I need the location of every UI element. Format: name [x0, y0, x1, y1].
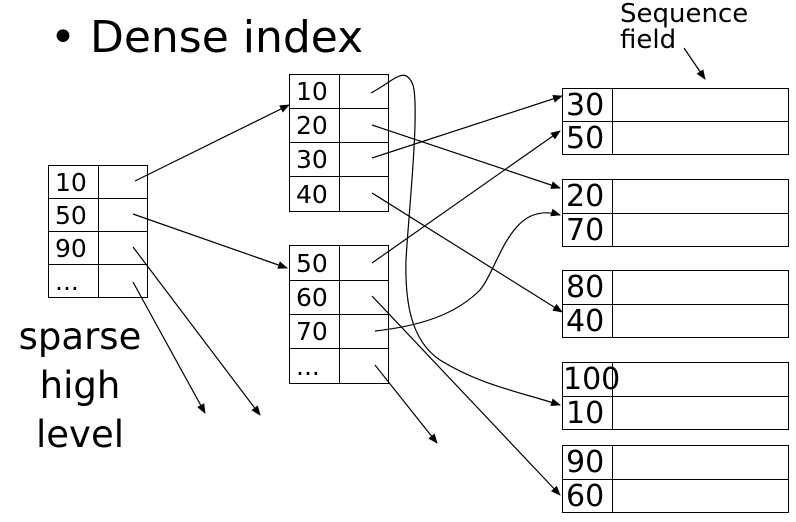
dense-index-block-2: 50 60 70 ... [289, 245, 389, 384]
sparse-index-entry: 50 [49, 199, 147, 232]
dense-index-entry: 30 [290, 143, 388, 177]
record-key: 10 [563, 396, 613, 431]
data-record: 10 [563, 396, 788, 431]
dense-index-entry: ... [290, 349, 388, 383]
data-record: 40 [563, 304, 788, 339]
dense-index-entry: 60 [290, 281, 388, 315]
sequence-field-label: Sequence field [620, 1, 748, 53]
dense-index-key: 70 [290, 315, 340, 348]
pointer-arrow [374, 208, 561, 332]
data-block: 80 40 [562, 270, 789, 339]
data-block: 90 60 [562, 445, 789, 514]
data-record: 100 [563, 362, 788, 397]
pointer-arrow [371, 94, 563, 159]
record-key: 100 [563, 362, 621, 397]
data-block: 30 50 [562, 88, 789, 156]
data-record: 70 [563, 213, 788, 248]
sparse-index-entry: 10 [49, 166, 147, 199]
dense-index-entry: 10 [290, 75, 388, 109]
pointer-arrow [370, 74, 561, 407]
record-key: 50 [563, 121, 613, 156]
dense-index-entry: 40 [290, 177, 388, 211]
dense-index-entry: 70 [290, 315, 388, 349]
dense-index-entry: 20 [290, 109, 388, 143]
record-key: 70 [563, 213, 613, 248]
data-record: 30 [563, 88, 788, 123]
sparse-index-block: 10 50 90 ... [48, 165, 148, 298]
data-block: 100 10 [562, 362, 789, 431]
pointer-arrow [374, 364, 438, 444]
sequence-label-line-2: field [620, 25, 677, 55]
slide-title: • Dense index [50, 12, 364, 63]
data-block: 20 70 [562, 179, 789, 248]
sparse-label-line-3: level [36, 413, 124, 456]
dense-index-key: 60 [290, 281, 340, 314]
sparse-high-level-label: sparse high level [16, 312, 144, 459]
data-record: 20 [563, 179, 788, 214]
sparse-index-entry: ... [49, 265, 147, 298]
data-record: 80 [563, 270, 788, 305]
record-key: 90 [563, 445, 613, 480]
pointer-arrow [371, 130, 561, 264]
sparse-index-key: 50 [49, 199, 99, 231]
record-key: 60 [563, 479, 613, 514]
record-key: 30 [563, 88, 613, 123]
pointer-arrow [371, 124, 561, 189]
data-record: 60 [563, 479, 788, 514]
dense-index-key: 10 [290, 75, 340, 108]
data-record: 50 [563, 121, 788, 156]
record-key: 80 [563, 270, 613, 305]
pointer-arrow [371, 192, 563, 313]
sparse-index-key: 10 [49, 166, 99, 198]
sparse-index-key: 90 [49, 232, 99, 264]
pointer-arrow [683, 47, 706, 80]
record-key: 20 [563, 179, 613, 214]
sparse-label-line-1: sparse [18, 315, 142, 358]
dense-index-key: 50 [290, 246, 340, 280]
dense-index-key: 20 [290, 109, 340, 142]
pointer-arrow [371, 295, 561, 496]
sparse-label-line-2: high [39, 364, 121, 407]
record-key: 40 [563, 304, 613, 339]
dense-index-key: ... [290, 349, 340, 383]
data-record: 90 [563, 445, 788, 480]
dense-index-key: 30 [290, 143, 340, 176]
dense-index-key: 40 [290, 177, 340, 211]
sparse-index-key: ... [49, 265, 99, 298]
sequence-label-line-1: Sequence [620, 0, 749, 29]
pointer-arrow [132, 213, 288, 269]
pointer-arrow [132, 281, 206, 414]
pointer-arrow [134, 104, 290, 182]
sparse-index-entry: 90 [49, 232, 147, 265]
dense-index-block-1: 10 20 30 40 [289, 74, 389, 212]
pointer-arrow [132, 246, 261, 416]
dense-index-entry: 50 [290, 246, 388, 281]
